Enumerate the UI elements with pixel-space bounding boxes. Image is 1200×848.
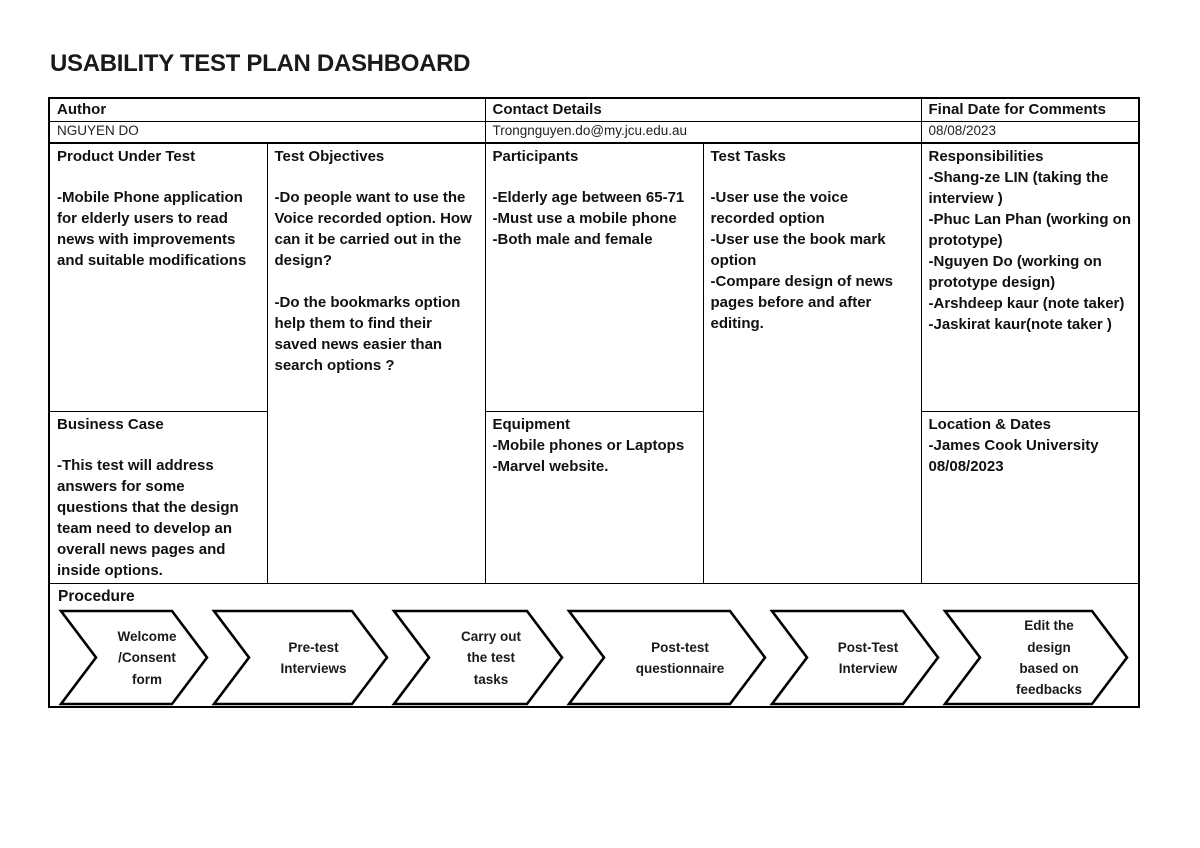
location-dates-body: -James Cook University 08/08/2023 (928, 437, 1099, 476)
procedure-step-welcome: Welcome /Consent form (58, 609, 209, 706)
procedure-row: Procedure Welcome /Consent form Pre-test… (48, 583, 1140, 708)
contact-details-label: Contact Details (484, 97, 922, 123)
meta-header-row: Author Contact Details Final Date for Co… (48, 97, 1140, 123)
participants-body: -Elderly age between 65-71 -Must use a m… (492, 189, 685, 249)
procedure-step-label: Carry out the test tasks (460, 628, 521, 687)
final-date-label: Final Date for Comments (920, 97, 1140, 123)
chevron-arrow-icon (566, 610, 767, 706)
procedure-step-label: Welcome /Consent form (117, 628, 177, 687)
chevron-arrow-icon (942, 610, 1129, 706)
cell-equipment: Equipment -Mobile phones or Laptops -Mar… (484, 411, 704, 585)
business-case-heading: Business Case (57, 416, 164, 434)
procedure-step-carry-out-tasks: Carry out the test tasks (391, 609, 564, 706)
cell-business-case: Business Case -This test will address an… (48, 411, 268, 585)
test-objectives-body: -Do people want to use the Voice recorde… (274, 189, 472, 375)
equipment-heading: Equipment (492, 416, 571, 434)
author-value: NGUYEN DO (48, 121, 486, 145)
test-tasks-heading: Test Tasks (710, 148, 786, 166)
test-objectives-heading: Test Objectives (274, 148, 385, 166)
procedure-step-label: Edit the design based on feedbacks (1015, 618, 1083, 698)
body-bottom-row: Business Case -This test will address an… (48, 411, 1140, 585)
business-case-body: -This test will address answers for some… (57, 457, 239, 580)
procedure-step-posttest-interview: Post-Test Interview (769, 609, 940, 706)
final-date-value: 08/08/2023 (920, 121, 1140, 145)
participants-heading: Participants (492, 148, 579, 166)
product-under-test-heading: Product Under Test (57, 148, 196, 166)
responsibilities-heading: Responsibilities (928, 148, 1044, 166)
chevron-arrow-icon (769, 610, 940, 706)
test-plan-table: Author Contact Details Final Date for Co… (48, 97, 1140, 709)
procedure-step-pretest-interviews: Pre-test Interviews (211, 609, 389, 706)
author-label: Author (48, 97, 486, 123)
chevron-arrow-icon (58, 610, 209, 706)
test-tasks-body: -User use the voice recorded option -Use… (710, 189, 894, 333)
cell-test-tasks: Test Tasks -User use the voice recorded … (702, 142, 922, 585)
product-under-test-body: -Mobile Phone application for elderly us… (57, 189, 247, 270)
procedure-step-edit-design: Edit the design based on feedbacks (942, 609, 1129, 706)
page-title: USABILITY TEST PLAN DASHBOARD (50, 50, 471, 77)
cell-procedure: Procedure Welcome /Consent form Pre-test… (48, 583, 1140, 708)
equipment-body: -Mobile phones or Laptops -Marvel websit… (492, 437, 685, 476)
chevron-arrow-icon (391, 610, 564, 706)
meta-value-row: NGUYEN DO Trongnguyen.do@my.jcu.edu.au 0… (48, 121, 1140, 145)
procedure-heading: Procedure (58, 588, 135, 606)
procedure-step-label: Post-test questionnaire (635, 639, 725, 676)
cell-responsibilities: Responsibilities -Shang-ze LIN (taking t… (920, 142, 1140, 413)
cell-location-dates: Location & Dates -James Cook University … (920, 411, 1140, 585)
responsibilities-body: -Shang-ze LIN (taking the interview ) -P… (928, 169, 1132, 334)
procedure-step-label: Post-Test Interview (837, 639, 899, 676)
procedure-step-label: Pre-test Interviews (280, 639, 347, 676)
chevron-arrow-icon (211, 610, 389, 706)
cell-participants: Participants -Elderly age between 65-71 … (484, 142, 704, 413)
cell-product-under-test: Product Under Test -Mobile Phone applica… (48, 142, 268, 413)
location-dates-heading: Location & Dates (928, 416, 1052, 434)
body-top-row: Product Under Test -Mobile Phone applica… (48, 142, 1140, 585)
contact-email-value: Trongnguyen.do@my.jcu.edu.au (484, 121, 922, 145)
procedure-steps: Welcome /Consent form Pre-test Interview… (50, 609, 1138, 706)
cell-test-objectives: Test Objectives -Do people want to use t… (266, 142, 486, 585)
procedure-step-posttest-questionnaire: Post-test questionnaire (566, 609, 767, 706)
